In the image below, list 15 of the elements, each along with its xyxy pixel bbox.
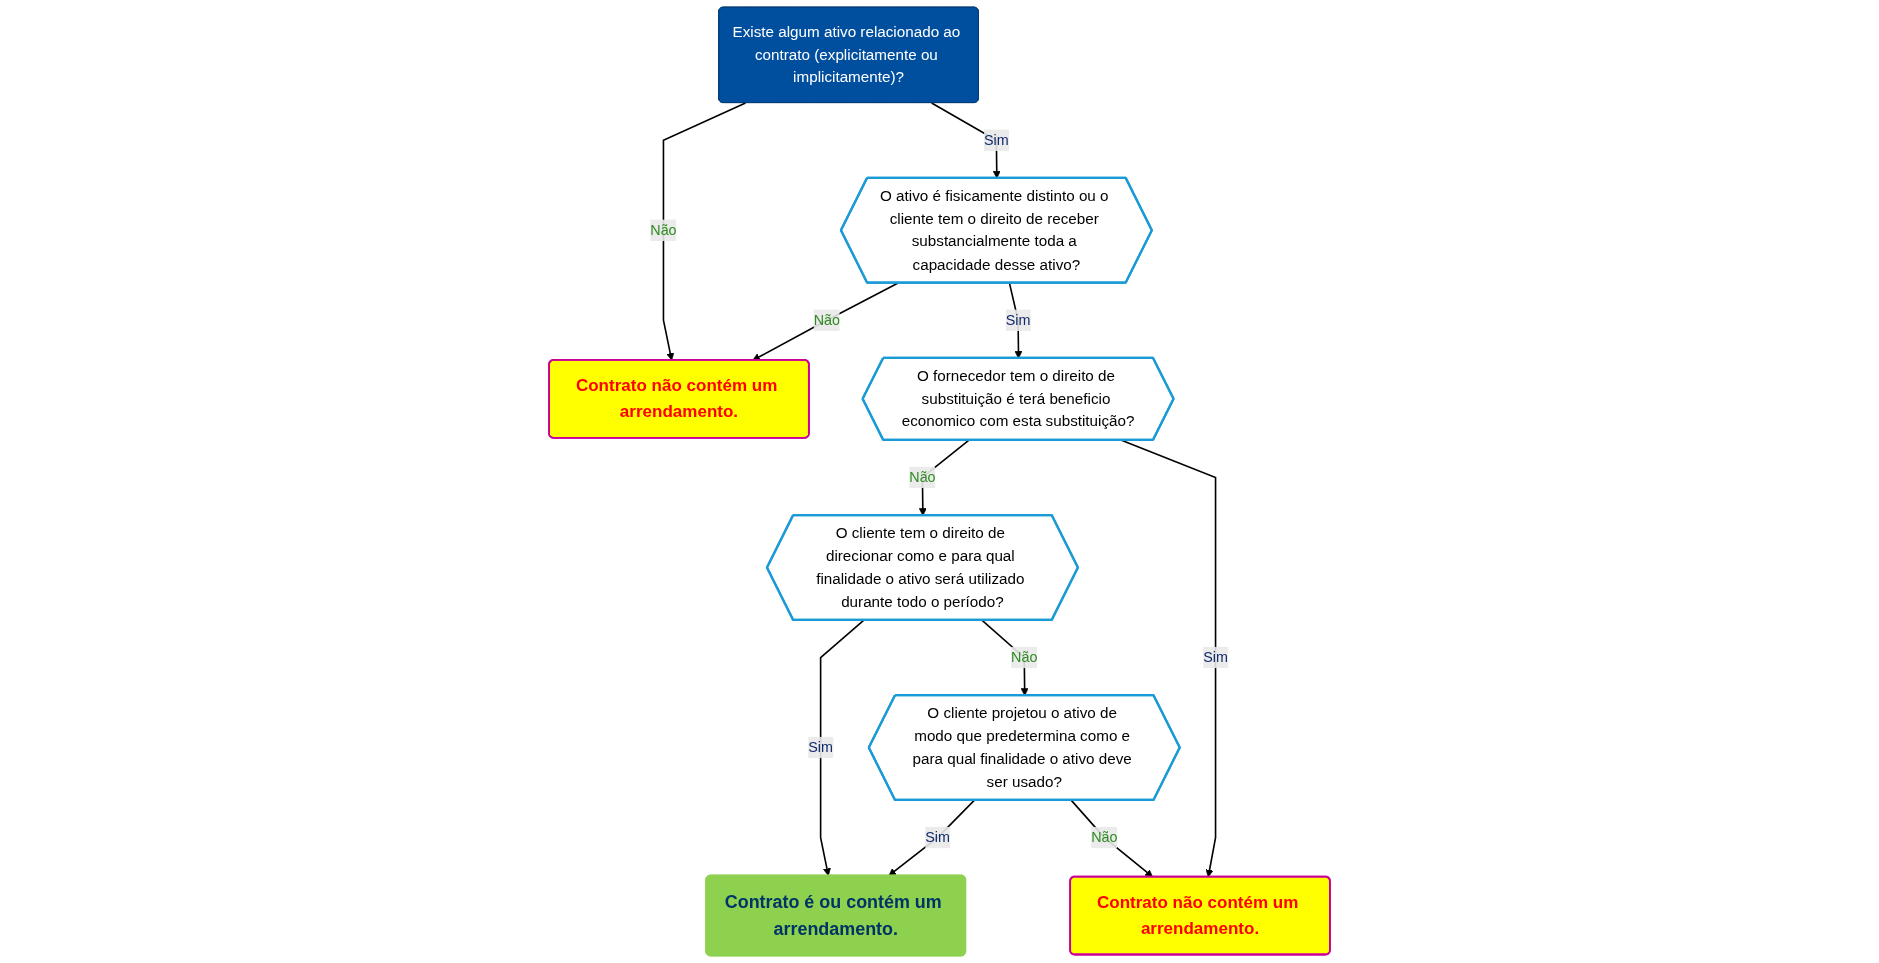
- arrow: [1070, 799, 1153, 878]
- edge-label: Sim: [808, 739, 833, 755]
- arrow: [662, 102, 747, 361]
- edge-label: Não: [813, 312, 840, 328]
- edge-label: Não: [650, 222, 677, 238]
- edge-label: Sim: [1203, 649, 1228, 665]
- edge-label: Sim: [984, 132, 1009, 148]
- edge-label: Não: [909, 469, 936, 485]
- edge-label: Sim: [925, 829, 950, 845]
- arrow: [752, 282, 899, 361]
- arrow: [888, 799, 976, 876]
- arrow: [819, 619, 865, 876]
- edge-label: Sim: [1005, 312, 1031, 328]
- edge-label: Não: [1011, 649, 1038, 665]
- edge-label: Não: [1091, 829, 1118, 845]
